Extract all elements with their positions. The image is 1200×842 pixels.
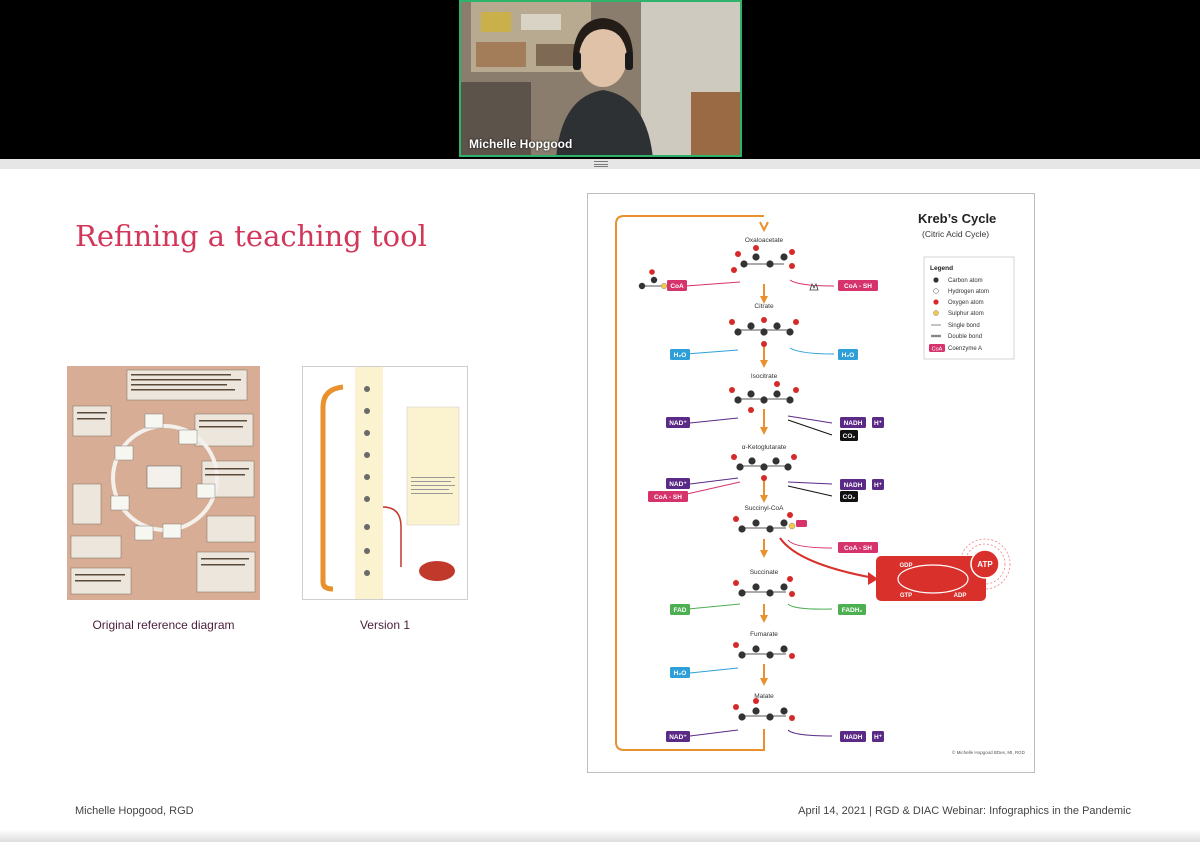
participant-video-feed (461, 2, 740, 155)
tag-atp: ATP (977, 560, 993, 569)
sulphur-atom-swatch (933, 310, 939, 316)
malate-molecule (733, 698, 795, 721)
diagram-credit: © Michelle Hopgood BDes, MI, RGD (952, 749, 1026, 755)
compound-label: Succinyl-CoA (744, 505, 784, 512)
slide-title: Refining a teaching tool (75, 219, 427, 253)
reaction-tags: CoA CoA - SH H₂O H₂O NAD⁺ NADH H⁺ CO₂ NA… (648, 280, 884, 742)
tag-coa-sh: CoA - SH (844, 545, 872, 552)
legend-item: Single bond (948, 323, 980, 329)
tag-h-plus: H⁺ (874, 734, 883, 741)
tag-h2o-in: H₂O (674, 352, 687, 359)
shared-slide: Refining a teaching tool (0, 169, 1200, 829)
energy-arrowhead (868, 572, 878, 585)
compound-label: α-Ketoglutarate (742, 444, 787, 451)
compound-label: Isocitrate (751, 373, 778, 380)
tag-co2: CO₂ (843, 433, 856, 440)
legend-item: Hydrogen atom (948, 289, 989, 295)
legend-item: Double bond (948, 334, 982, 340)
participant-name: Michelle Hopgood (469, 137, 573, 151)
molecules (638, 245, 807, 721)
tag-fad: FAD (674, 607, 687, 614)
drag-handle-icon[interactable] (594, 161, 608, 167)
compound-label: Fumarate (750, 631, 778, 638)
tag-h2o-out: H₂O (842, 352, 855, 359)
legend-item: Coenzyme A (948, 346, 982, 352)
tag-coa: CoA (670, 283, 684, 290)
succinyl-coa-molecule (733, 512, 807, 533)
tag-nadh: NADH (844, 482, 863, 489)
tag-h-plus: H⁺ (874, 482, 883, 489)
reaction-arrows (677, 279, 835, 737)
diagram-legend: Legend Carbon atom Hydrogen atom Oxygen … (923, 256, 1015, 360)
tag-coa-sh: CoA - SH (654, 494, 682, 501)
diagram-subtitle: (Citric Acid Cycle) (922, 229, 989, 239)
oxygen-atom-swatch (933, 299, 939, 305)
legend-title: Legend (930, 265, 953, 272)
fumarate-molecule (733, 642, 795, 659)
alpha-ketoglutarate-molecule (731, 454, 797, 481)
coa-swatch (929, 344, 945, 352)
tag-adp: ADP (954, 593, 967, 599)
legend-item: Carbon atom (948, 278, 983, 284)
tag-nad: NAD⁺ (669, 481, 687, 488)
compound-label: Oxaloacetate (745, 237, 784, 244)
coa-swatch-label: CoA (932, 347, 943, 353)
energy-arrow (779, 537, 875, 579)
tag-nad: NAD⁺ (669, 734, 687, 741)
tag-gtp: GTP (900, 593, 912, 599)
window-bottom-edge (0, 829, 1200, 842)
participant-video-tile[interactable]: Michelle Hopgood (459, 0, 742, 157)
diagram-title: Kreb’s Cycle (918, 211, 996, 226)
krebs-cycle-svg: Kreb’s Cycle (Citric Acid Cycle) Legend … (615, 211, 1026, 755)
slide-footer-author: Michelle Hopgood, RGD (75, 805, 194, 817)
version-1-image (320, 367, 460, 599)
acetyl-group-molecule (638, 269, 667, 290)
compound-label: Citrate (754, 303, 774, 310)
original-diagram-caption: Original reference diagram (92, 618, 235, 632)
legend-item: Oxygen atom (948, 300, 984, 306)
tag-nadh: NADH (844, 734, 863, 741)
tag-h-plus: H⁺ (874, 420, 883, 427)
original-diagram-image (67, 366, 260, 600)
tag-nadh: NADH (844, 420, 863, 427)
original-diagram-thumbnail (67, 366, 260, 600)
legend-item: Sulphur atom (948, 311, 984, 317)
version-1-thumbnail (302, 366, 468, 600)
citrate-molecule (729, 317, 799, 347)
compound-label: Succinate (750, 569, 779, 576)
succinate-molecule (733, 576, 795, 597)
oxaloacetate-molecule (731, 245, 795, 273)
compound-label: Malate (754, 693, 774, 700)
hydrogen-atom-swatch (933, 288, 939, 294)
hand-cursor-icon (809, 282, 819, 291)
tag-h2o-in: H₂O (674, 670, 687, 677)
tag-gdp: GDP (899, 563, 912, 569)
tag-co2: CO₂ (843, 494, 856, 501)
slide-footer-event: April 14, 2021 | RGD & DIAC Webinar: Inf… (798, 805, 1131, 817)
energy-cycle: GDP GTP ADP ATP (876, 538, 1011, 601)
carbon-atom-swatch (933, 277, 939, 283)
krebs-cycle-diagram: Kreb’s Cycle (Citric Acid Cycle) Legend … (587, 193, 1035, 773)
isocitrate-molecule (729, 381, 799, 413)
tag-fadh2: FADH₂ (842, 607, 863, 614)
version-1-caption: Version 1 (359, 618, 411, 632)
tag-coa-sh: CoA - SH (844, 283, 872, 290)
tag-nad: NAD⁺ (669, 420, 687, 427)
